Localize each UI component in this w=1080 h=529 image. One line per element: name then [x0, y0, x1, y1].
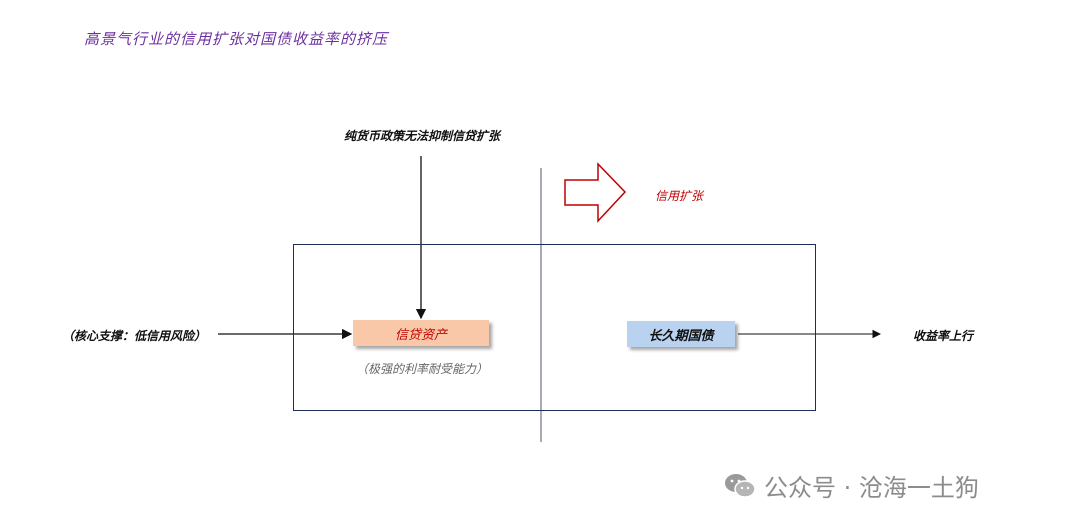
long-bond-box: 长久期国债 — [627, 321, 735, 347]
support-label: （核心支撑：低信用风险） — [62, 329, 207, 343]
page-title: 高景气行业的信用扩张对国债收益率的挤压 — [84, 30, 389, 48]
diagram-frame — [293, 244, 816, 411]
yield-label: 收益率上行 — [913, 329, 974, 343]
wechat-icon — [725, 473, 756, 498]
watermark: 公众号 · 沧海一土狗 — [724, 468, 979, 503]
credit-sub-label: （极强的利率耐受能力） — [356, 362, 489, 376]
credit-assets-box: 信贷资产 — [353, 320, 489, 346]
policy-label: 纯货币政策无法抑制信贷扩张 — [344, 129, 501, 143]
watermark-text: 公众号 · 沧海一土狗 — [764, 474, 979, 502]
credit-expansion-label: 信用扩张 — [655, 189, 704, 203]
credit-expansion-arrow — [564, 162, 627, 223]
